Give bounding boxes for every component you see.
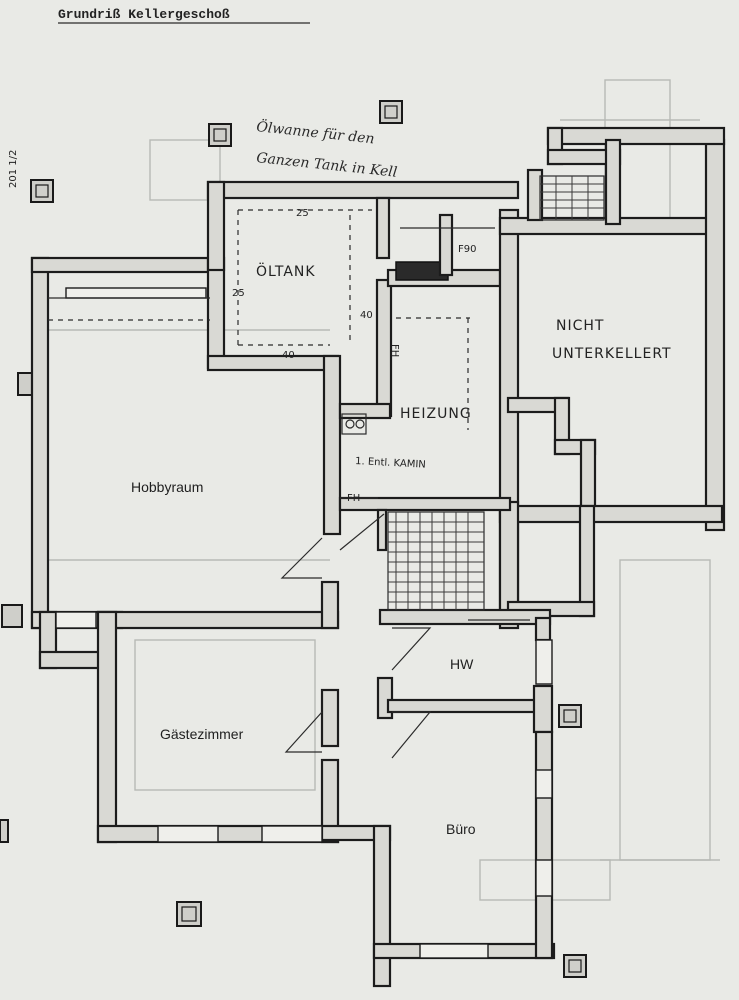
mark-kamin: 1. Entl. KAMIN [355, 456, 426, 471]
mark-fh-horizontal: FH [347, 493, 360, 504]
page-title: Grundriß Kellergeschoß [58, 7, 230, 22]
room-label-nicht-unterkellert-2: UNTERKELLERT [552, 346, 672, 362]
annotation-line-2: Ganzen Tank in Kell [256, 150, 398, 181]
room-label-heizung: HEIZUNG [400, 406, 472, 422]
room-label-oeltank: ÖLTANK [256, 262, 316, 280]
annotation-line-1: Ölwanne für den [256, 117, 376, 147]
room-label-hobbyraum: Hobbyraum [131, 479, 203, 495]
mark-dim-25-top: 25 [296, 208, 309, 219]
room-label-gaestezimmer: Gästezimmer [160, 726, 244, 742]
mark-fh-vertical: FH [389, 344, 400, 357]
room-label-buero: Büro [446, 821, 476, 837]
mark-dim-40-bottom: 40 [282, 350, 295, 361]
stairs [387, 175, 605, 611]
pillars [0, 100, 587, 978]
room-label-hw: HW [450, 656, 474, 672]
mark-dim-40-side: 40 [360, 310, 373, 321]
margin-note: 201 1/2 [8, 150, 19, 188]
mark-dim-25-left: 25 [232, 288, 245, 299]
windows [55, 287, 553, 959]
interior-details [48, 209, 530, 759]
mark-f90: F90 [458, 244, 476, 255]
room-label-nicht-unterkellert-1: NICHT [556, 318, 604, 334]
